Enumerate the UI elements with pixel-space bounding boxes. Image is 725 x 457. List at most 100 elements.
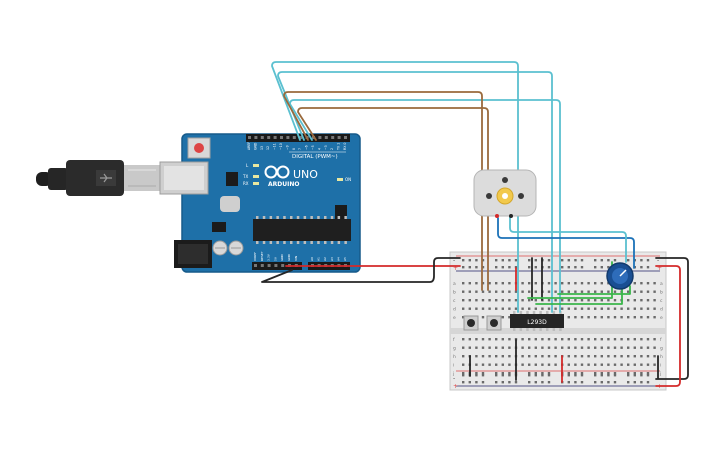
breadboard-hole[interactable] [547,259,551,262]
breadboard-hole[interactable] [613,290,617,293]
breadboard-hole[interactable] [547,372,551,375]
breadboard-hole[interactable] [481,338,485,341]
breadboard-hole[interactable] [541,338,544,341]
breadboard-hole[interactable] [475,338,478,341]
breadboard-hole[interactable] [640,266,643,269]
breadboard-hole[interactable] [633,381,636,384]
breadboard-hole[interactable] [547,346,551,349]
breadboard-hole[interactable] [462,316,465,319]
breadboard-hole[interactable] [580,307,584,310]
breadboard-hole[interactable] [633,299,636,302]
breadboard-hole[interactable] [468,266,471,269]
breadboard-hole[interactable] [567,266,570,269]
breadboard-hole[interactable] [481,299,485,302]
breadboard-hole[interactable] [600,363,603,366]
wire-cyan[interactable] [277,71,553,313]
breadboard-hole[interactable] [481,372,485,375]
breadboard-hole[interactable] [574,374,577,377]
breadboard-hole[interactable] [475,374,478,377]
breadboard-hole[interactable] [462,374,465,377]
breadboard-hole[interactable] [607,363,610,366]
breadboard-hole[interactable] [620,346,623,349]
breadboard-hole[interactable] [587,355,590,358]
breadboard-hole[interactable] [547,381,551,384]
breadboard-hole[interactable] [646,299,650,302]
breadboard-hole[interactable] [495,266,498,269]
breadboard-hole[interactable] [495,374,498,377]
breadboard-hole[interactable] [495,372,498,375]
breadboard-hole[interactable] [640,259,643,262]
breadboard-hole[interactable] [633,363,636,366]
breadboard-hole[interactable] [594,355,597,358]
breadboard-hole[interactable] [561,299,564,302]
breadboard-hole[interactable] [627,299,630,302]
breadboard-hole[interactable] [468,346,471,349]
header-pin[interactable] [254,264,257,267]
breadboard-hole[interactable] [607,372,610,375]
breadboard-hole[interactable] [580,381,584,384]
breadboard-hole[interactable] [547,355,551,358]
breadboard-hole[interactable] [567,355,570,358]
header-pin[interactable] [299,136,303,139]
breadboard-hole[interactable] [640,299,643,302]
breadboard-hole[interactable] [528,363,531,366]
breadboard-hole[interactable] [534,266,537,269]
wire-black-gnd[interactable] [261,257,461,283]
breadboard-hole[interactable] [567,316,570,319]
breadboard-hole[interactable] [567,299,570,302]
breadboard-hole[interactable] [541,381,544,384]
breadboard-hole[interactable] [554,299,557,302]
breadboard-hole[interactable] [580,355,584,358]
breadboard-hole[interactable] [607,355,610,358]
breadboard-hole[interactable] [640,290,643,293]
breadboard-hole[interactable] [613,381,617,384]
breadboard-hole[interactable] [613,299,617,302]
breadboard-hole[interactable] [613,259,617,262]
breadboard-hole[interactable] [462,282,465,285]
breadboard-hole[interactable] [594,381,597,384]
breadboard-hole[interactable] [501,363,504,366]
breadboard-hole[interactable] [587,338,590,341]
breadboard-hole[interactable] [580,372,584,375]
breadboard-hole[interactable] [561,290,564,293]
breadboard-hole[interactable] [574,338,577,341]
header-pin[interactable] [280,136,283,139]
breadboard-hole[interactable] [594,363,597,366]
breadboard-hole[interactable] [600,372,603,375]
push-button[interactable] [486,315,502,331]
breadboard-hole[interactable] [495,338,498,341]
breadboard-hole[interactable] [574,316,577,319]
breadboard-hole[interactable] [574,372,577,375]
breadboard-hole[interactable] [646,355,650,358]
breadboard-hole[interactable] [600,282,603,285]
breadboard-hole[interactable] [475,282,478,285]
breadboard-hole[interactable] [646,374,650,377]
breadboard-hole[interactable] [574,363,577,366]
breadboard-hole[interactable] [580,282,584,285]
breadboard-hole[interactable] [594,346,597,349]
breadboard-hole[interactable] [501,372,504,375]
breadboard-hole[interactable] [613,346,617,349]
breadboard-hole[interactable] [627,338,630,341]
breadboard-hole[interactable] [627,290,630,293]
breadboard-hole[interactable] [528,290,531,293]
breadboard-hole[interactable] [633,372,636,375]
breadboard-hole[interactable] [481,381,485,384]
breadboard-hole[interactable] [521,355,524,358]
breadboard-hole[interactable] [594,282,597,285]
breadboard-hole[interactable] [501,316,504,319]
breadboard-hole[interactable] [567,259,570,262]
breadboard-hole[interactable] [640,355,643,358]
breadboard-hole[interactable] [580,374,584,377]
breadboard-hole[interactable] [508,290,511,293]
breadboard-hole[interactable] [646,346,650,349]
breadboard-hole[interactable] [600,266,603,269]
breadboard-hole[interactable] [587,363,590,366]
header-pin[interactable] [324,136,328,139]
breadboard-hole[interactable] [495,290,498,293]
breadboard-hole[interactable] [627,363,630,366]
breadboard-hole[interactable] [567,363,570,366]
header-pin[interactable] [286,136,290,139]
header-pin[interactable] [248,136,251,139]
